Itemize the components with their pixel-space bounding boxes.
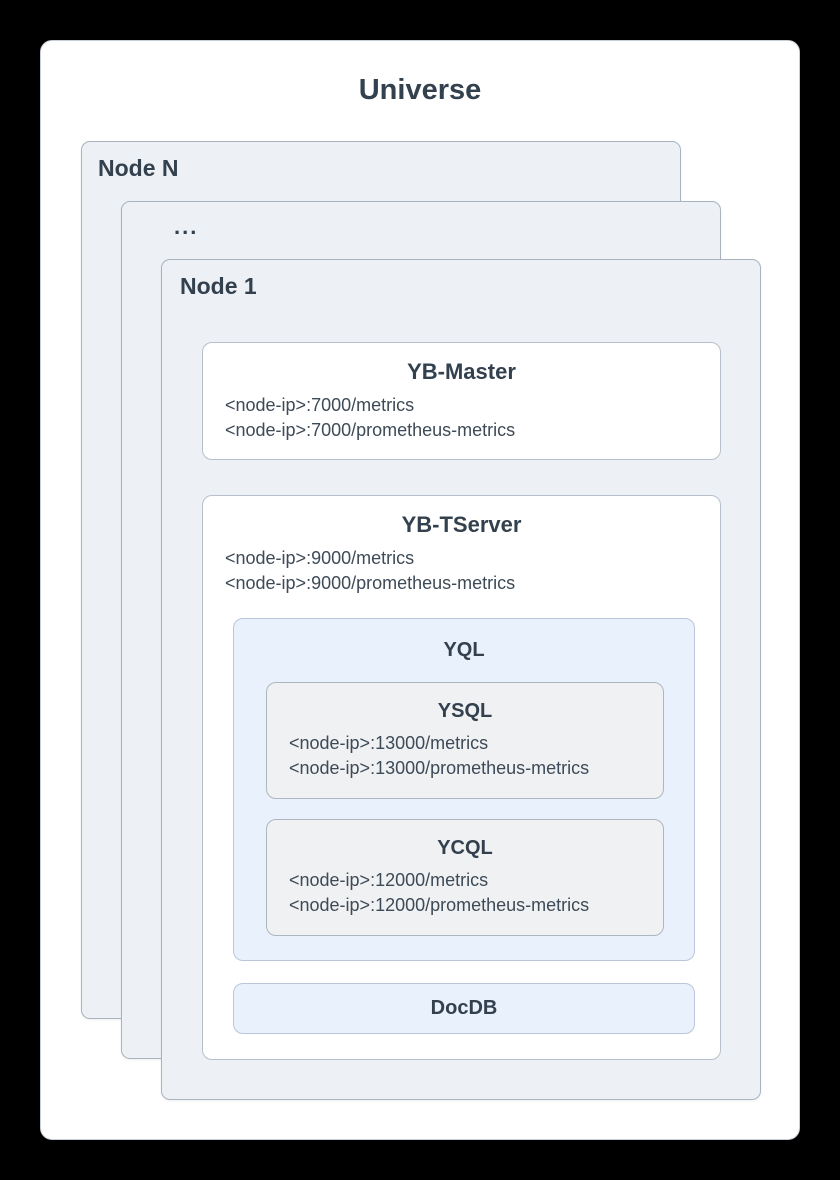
endpoint-line: <node-ip>:7000/metrics	[225, 395, 415, 415]
ycql-title: YCQL	[437, 837, 493, 859]
ysql-box: YSQL <node-ip>:13000/metrics <node-ip>:1…	[266, 682, 664, 799]
ysql-title: YSQL	[437, 700, 493, 722]
yql-box: YQL YSQL <node-ip>:13000/metrics <node-i…	[233, 618, 695, 961]
ycql-box: YCQL <node-ip>:12000/metrics <node-ip>:1…	[266, 819, 664, 936]
endpoint-line: <node-ip>:7000/prometheus-metrics	[225, 420, 516, 440]
endpoint-line: <node-ip>:9000/metrics	[225, 548, 415, 568]
node-1-card: Node 1 YB-Master <node-ip>:7000/metrics …	[161, 259, 761, 1100]
yb-master-box: YB-Master <node-ip>:7000/metrics <node-i…	[202, 342, 721, 460]
endpoint-line: <node-ip>:13000/metrics	[289, 733, 489, 753]
yql-title: YQL	[443, 639, 485, 661]
docdb-box: DocDB	[233, 983, 695, 1034]
universe-title: Universe	[358, 74, 482, 106]
node-n-label: Node N	[98, 155, 179, 181]
endpoint-line: <node-ip>:13000/prometheus-metrics	[289, 758, 590, 778]
ysql-endpoints: <node-ip>:13000/metrics <node-ip>:13000/…	[289, 731, 663, 781]
yb-master-endpoints: <node-ip>:7000/metrics <node-ip>:7000/pr…	[225, 393, 720, 443]
yb-master-title: YB-Master	[407, 359, 516, 384]
ycql-endpoints: <node-ip>:12000/metrics <node-ip>:12000/…	[289, 868, 663, 918]
node-ellipsis-label: ...	[174, 214, 199, 239]
yb-tserver-title: YB-TServer	[401, 512, 522, 537]
docdb-title: DocDB	[430, 997, 498, 1019]
endpoint-line: <node-ip>:9000/prometheus-metrics	[225, 573, 516, 593]
node-1-label: Node 1	[180, 273, 257, 299]
yb-tserver-box: YB-TServer <node-ip>:9000/metrics <node-…	[202, 495, 721, 1060]
endpoint-line: <node-ip>:12000/metrics	[289, 870, 489, 890]
universe-card: Universe Node N ... Node 1 YB-Master <no…	[40, 40, 800, 1140]
endpoint-line: <node-ip>:12000/prometheus-metrics	[289, 895, 590, 915]
yb-tserver-endpoints: <node-ip>:9000/metrics <node-ip>:9000/pr…	[225, 546, 720, 596]
